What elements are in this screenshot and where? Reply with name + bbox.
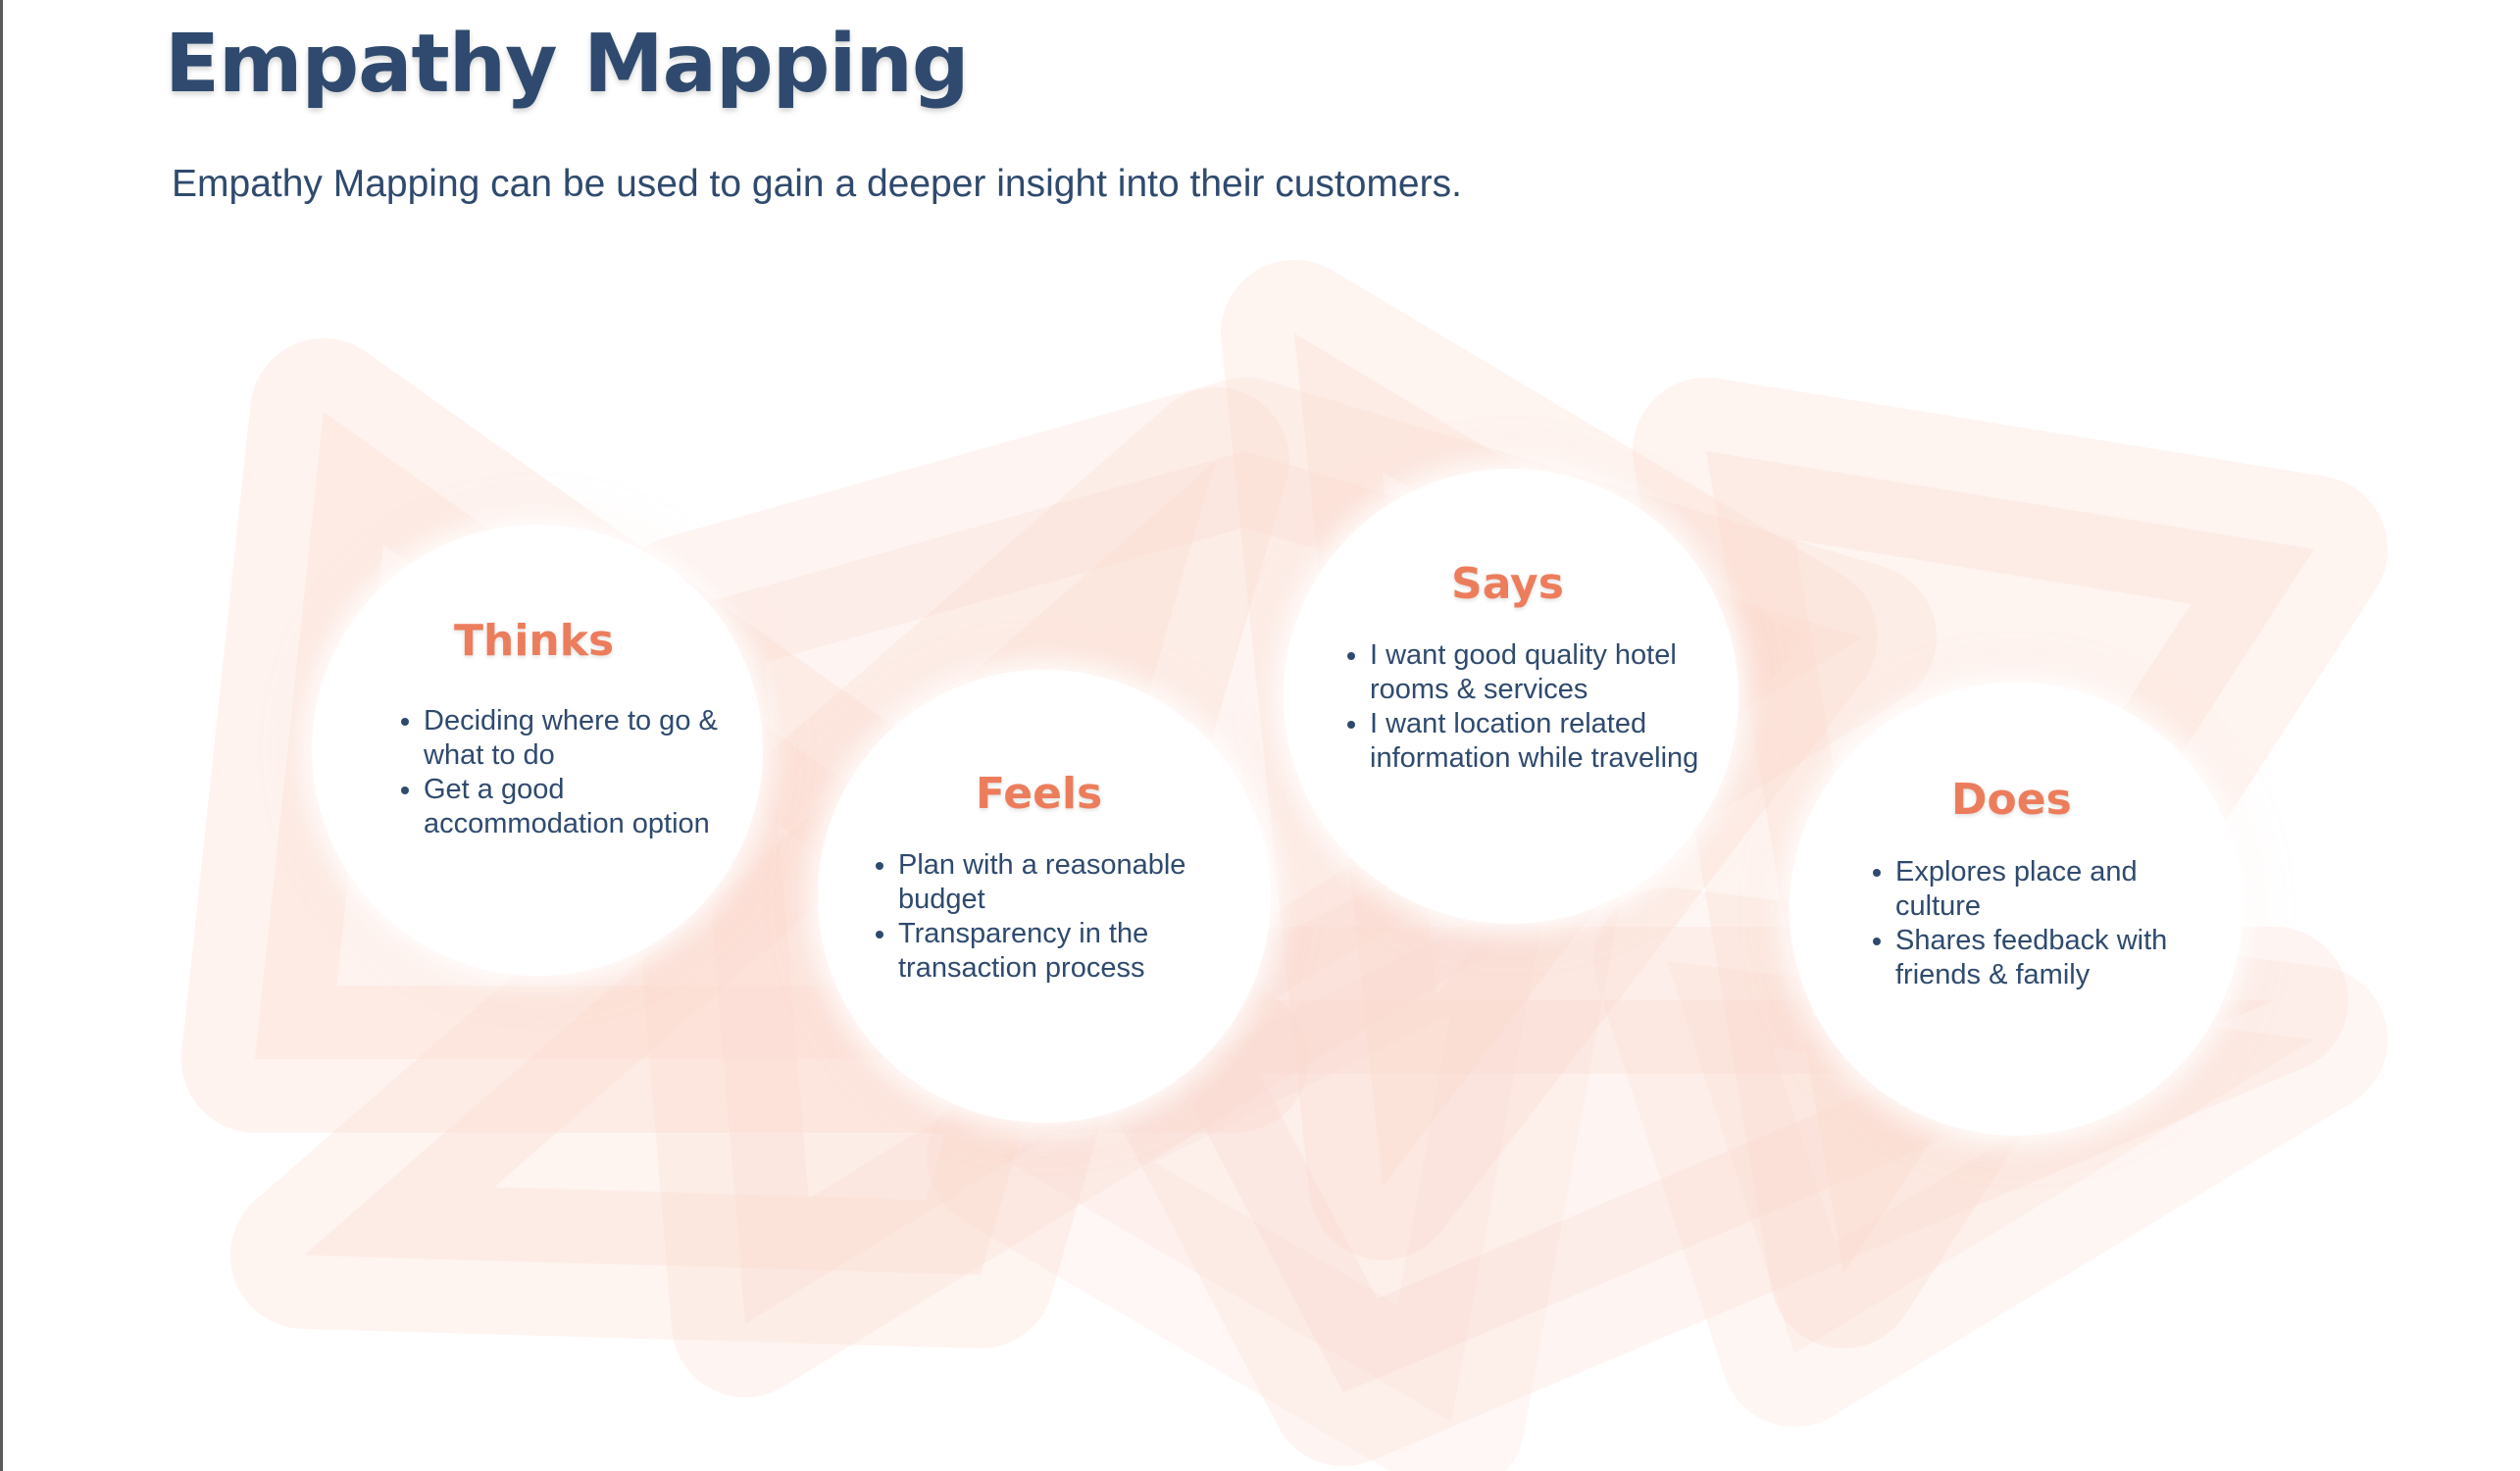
list-item: Plan with a reasonable budget: [898, 848, 1232, 917]
does-title: Does: [1951, 775, 2072, 825]
list-item: Get a good accommodation option: [424, 773, 757, 841]
feels-list: Plan with a reasonable budget Transparen…: [869, 848, 1232, 986]
list-item: I want good quality hotel rooms & servic…: [1370, 638, 1733, 707]
circle-thinks: [312, 525, 763, 976]
list-item: Explores place and culture: [1895, 855, 2219, 924]
bg-triangle-8: [927, 809, 1623, 1471]
left-border: [0, 0, 3, 1471]
list-item: Transparency in the transaction process: [898, 917, 1232, 986]
list-item: I want location related information whil…: [1370, 707, 1733, 776]
list-item: Deciding where to go & what to do: [424, 704, 757, 773]
list-item: Shares feedback with friends & family: [1895, 924, 2219, 992]
page-subtitle: Empathy Mapping can be used to gain a de…: [172, 163, 1462, 205]
circle-feels: [818, 670, 1271, 1123]
feels-title: Feels: [976, 769, 1103, 819]
says-title: Says: [1451, 559, 1564, 609]
thinks-list: Deciding where to go & what to do Get a …: [394, 704, 757, 841]
circle-does: [1789, 683, 2243, 1136]
thinks-title: Thinks: [454, 616, 615, 666]
circle-says: [1284, 469, 1739, 924]
says-list: I want good quality hotel rooms & servic…: [1340, 638, 1733, 776]
does-list: Explores place and culture Shares feedba…: [1866, 855, 2219, 992]
page-title: Empathy Mapping: [165, 18, 970, 111]
